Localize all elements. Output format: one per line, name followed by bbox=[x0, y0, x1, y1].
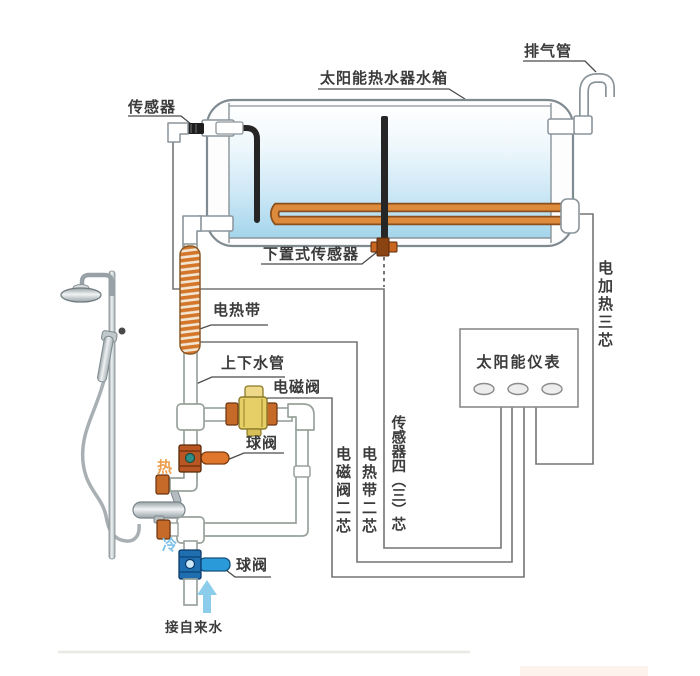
wire-solenoid-cores bbox=[268, 397, 525, 578]
label-water-pipe: 上下水管 bbox=[221, 354, 286, 372]
exhaust-elbow bbox=[573, 115, 593, 135]
label-controller: 太阳能仪表 bbox=[476, 353, 562, 371]
tap-inlet-pipe bbox=[183, 578, 198, 606]
electric-heating-element bbox=[270, 198, 580, 234]
solenoid-valve bbox=[238, 385, 268, 437]
label-heating-band: 电热带 bbox=[213, 301, 262, 319]
solenoid-base bbox=[246, 428, 262, 437]
controller-terminal bbox=[507, 382, 529, 396]
ball-valve-cold bbox=[178, 549, 231, 580]
controller-terminal bbox=[473, 382, 495, 396]
leader-water-pipe bbox=[195, 376, 285, 385]
label-hot: 热 bbox=[157, 458, 174, 476]
label-wire-electric-heater: 电加热三芯 bbox=[596, 260, 614, 350]
floor-smudge bbox=[520, 666, 648, 676]
label-ball-valve-hot: 球阀 bbox=[246, 434, 279, 452]
leader-ball-valve-hot bbox=[226, 452, 284, 461]
controller-terminal bbox=[541, 382, 563, 396]
cold-tee bbox=[176, 516, 205, 544]
leader-ball-valve-cold bbox=[225, 569, 271, 578]
sensor-top-sheath bbox=[215, 121, 244, 135]
solenoid-body bbox=[238, 396, 268, 430]
shower-rail bbox=[108, 270, 116, 560]
hot-valve-lever bbox=[200, 451, 230, 465]
shower-arm bbox=[79, 272, 115, 296]
label-tank: 太阳能热水器水箱 bbox=[320, 69, 449, 87]
leader-exhaust-pipe bbox=[523, 60, 597, 73]
pipe-joint bbox=[293, 465, 311, 478]
shower-set bbox=[60, 270, 186, 560]
wire-electric-heater-cores bbox=[535, 213, 594, 465]
cold-valve-stem bbox=[184, 558, 196, 570]
pipe-coupling bbox=[225, 402, 239, 426]
riser-tee bbox=[176, 403, 205, 431]
sensor-bottom-probe bbox=[381, 116, 388, 242]
label-solenoid-valve: 电磁阀 bbox=[273, 378, 322, 396]
outlet-elbow bbox=[182, 215, 202, 248]
exhaust-pipe bbox=[547, 73, 615, 135]
label-ball-valve-cold: 球阀 bbox=[236, 556, 269, 574]
label-exhaust-pipe: 排气管 bbox=[524, 42, 573, 60]
cold-stub bbox=[169, 522, 179, 537]
shower-hose bbox=[80, 379, 141, 543]
hot-elbow bbox=[169, 469, 198, 492]
tank-outlet-assembly bbox=[182, 215, 234, 248]
wire-heating-band-cores bbox=[199, 341, 513, 563]
sensor-top-probe bbox=[239, 125, 260, 223]
pipe-elbow-right bbox=[287, 403, 315, 431]
label-cold: 冷 bbox=[162, 536, 179, 554]
leader-tank bbox=[318, 88, 466, 100]
leader-heating-band bbox=[196, 324, 268, 331]
cold-valve-lever bbox=[198, 557, 231, 572]
heating-band-coil bbox=[179, 245, 201, 355]
tank-port-left-bottom bbox=[196, 215, 234, 232]
label-wire-solenoid: 电磁阀二芯 bbox=[334, 446, 352, 536]
sensor-top-elbow bbox=[167, 122, 189, 143]
label-wire-sensor: 传感器四（三）芯 bbox=[389, 415, 406, 531]
cold-coupling bbox=[156, 519, 171, 540]
label-sensor-bottom: 下置式传感器 bbox=[263, 245, 360, 263]
sensor-bottom-fitting-core bbox=[376, 237, 390, 257]
ball-valve-hot bbox=[178, 444, 230, 473]
label-wire-heating-band: 电热带二芯 bbox=[360, 446, 378, 536]
leader-sensor-top bbox=[128, 115, 192, 125]
hot-coupling bbox=[155, 474, 170, 495]
tank-port-right-top bbox=[547, 118, 577, 135]
sensor-top-assembly bbox=[167, 119, 260, 223]
tap-water-arrow bbox=[197, 580, 217, 613]
hand-shower bbox=[97, 330, 118, 383]
shower-bracket bbox=[118, 327, 126, 335]
wire-sensor-cores bbox=[172, 142, 502, 549]
shower-mixer bbox=[132, 488, 186, 524]
heater-boss bbox=[560, 198, 580, 234]
label-tap-water: 接自来水 bbox=[165, 620, 223, 636]
sensor-bottom-assembly bbox=[370, 116, 398, 257]
shower-head bbox=[60, 287, 102, 303]
label-sensor-top: 传感器 bbox=[128, 98, 177, 116]
hot-valve-stem bbox=[184, 452, 196, 464]
leader-sensor-bottom bbox=[261, 251, 378, 265]
controller-box bbox=[459, 328, 579, 408]
